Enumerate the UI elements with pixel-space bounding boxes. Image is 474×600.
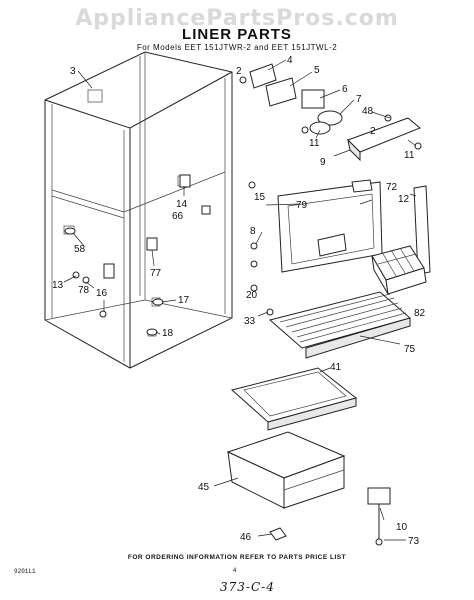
model-subtitle: For Models EET 151JTWR-2 and EET 151JTWL…: [136, 43, 338, 52]
document-code: 9201L1: [14, 568, 36, 575]
callout-4: 4: [287, 55, 293, 66]
ordering-info-note: FOR ORDERING INFORMATION REFER TO PARTS …: [127, 554, 347, 561]
page-number: 4: [233, 568, 237, 574]
crisper-drawer: [226, 431, 346, 509]
callout-3: 3: [70, 66, 76, 77]
callout-82: 82: [414, 308, 426, 319]
callout-45: 45: [198, 482, 210, 493]
light-housing-parts: [239, 63, 422, 162]
callout-labels: 3 4 5 6 7 48 2 2 11 11 9 14 66 15 79 72 …: [52, 55, 426, 547]
callout-72: 72: [386, 182, 398, 193]
callout-79: 79: [296, 200, 308, 211]
callout-9: 9: [320, 157, 326, 168]
callout-13: 13: [52, 280, 64, 291]
wire-shelf: [268, 291, 412, 359]
handwritten-reference: 373-C-4: [220, 580, 275, 594]
callout-46: 46: [240, 532, 252, 543]
callout-41: 41: [330, 362, 342, 373]
drip-tray: [230, 367, 358, 431]
callout-78: 78: [78, 285, 90, 296]
temperature-control: [367, 487, 391, 546]
callout-10: 10: [396, 522, 408, 533]
page-title: LINER PARTS: [182, 26, 292, 43]
callout-17: 17: [178, 295, 190, 306]
callout-6: 6: [342, 84, 348, 95]
callout-15: 15: [254, 192, 266, 203]
fasteners: [64, 174, 274, 336]
callout-16: 16: [96, 288, 108, 299]
callout-66: 66: [172, 211, 184, 222]
callout-2-top: 2: [236, 66, 242, 77]
drawer-stop: [269, 527, 287, 541]
callout-58: 58: [74, 244, 86, 255]
callout-18: 18: [162, 328, 174, 339]
callout-5: 5: [314, 65, 320, 76]
callout-20: 20: [246, 290, 258, 301]
callout-75: 75: [404, 344, 416, 355]
watermark-text: AppliancePartsPros.com: [75, 6, 399, 31]
ice-cube-tray: [371, 245, 427, 295]
evaporator-cover: [277, 179, 383, 273]
side-bracket: [413, 185, 431, 275]
leader-lines: [63, 59, 417, 541]
callout-33: 33: [244, 316, 256, 327]
callout-12: 12: [398, 194, 410, 205]
callout-7: 7: [356, 94, 362, 105]
callout-2-right: 2: [370, 126, 376, 137]
callout-77: 77: [150, 268, 162, 279]
callout-8: 8: [250, 226, 256, 237]
callout-14: 14: [176, 199, 188, 210]
callout-11-left: 11: [309, 138, 320, 149]
callout-11-right: 11: [404, 150, 415, 161]
callout-48: 48: [362, 106, 374, 117]
callout-73: 73: [408, 536, 420, 547]
